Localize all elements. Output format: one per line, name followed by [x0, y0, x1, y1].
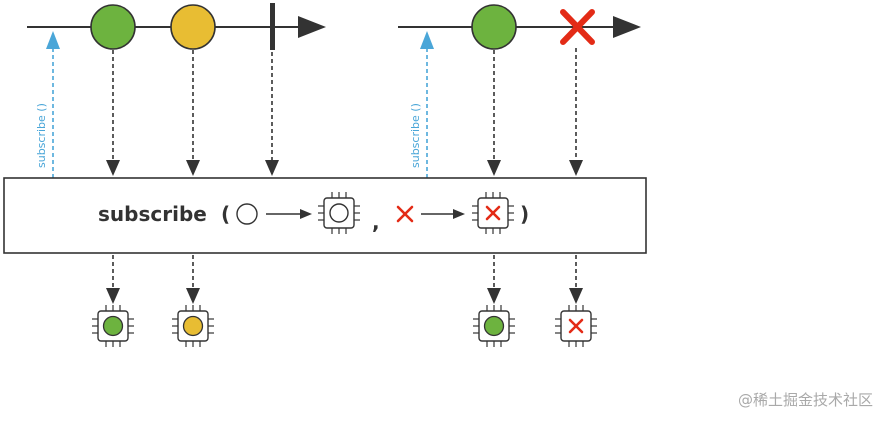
output-arrows: [106, 255, 583, 304]
subscribe-call-label: subscribe (): [409, 103, 422, 168]
emission-arrows-left: [106, 50, 279, 176]
green-item-icon: [471, 4, 517, 50]
subscribe-arrowhead-icon: [46, 31, 60, 49]
watermark: @稀土掘金技术社区: [737, 391, 873, 409]
item-circle-icon: [236, 203, 258, 225]
signature-separator: ,: [372, 210, 380, 234]
signature-arrow-icon: [300, 209, 312, 219]
error-x-small-icon: [396, 205, 414, 223]
open-paren: (: [221, 202, 230, 226]
subscribe-arrowhead-icon: [420, 31, 434, 49]
operator-name: subscribe: [98, 202, 207, 226]
green-item-icon: [90, 4, 136, 50]
yellow-item-icon: [170, 4, 216, 50]
close-paren: ): [520, 202, 529, 226]
subscribe-call-left: subscribe (): [35, 31, 60, 178]
output-chip-green-icon: [472, 304, 516, 348]
timeline-arrowhead-icon: [298, 16, 326, 38]
source-timeline-left: [27, 16, 326, 38]
error-x-icon: [560, 9, 595, 45]
subscriber-chip-error-icon: [471, 191, 515, 235]
subscriber-chip-icon: [317, 191, 361, 235]
subscribe-call-label: subscribe (): [35, 103, 48, 168]
timeline-arrowhead-icon: [613, 16, 641, 38]
output-chip-green-icon: [91, 304, 135, 348]
output-chip-error-icon: [554, 304, 598, 348]
signature-arrow-icon: [453, 209, 465, 219]
completion-bar-icon: [270, 3, 275, 50]
emission-arrows-right: [487, 48, 583, 176]
output-chip-yellow-icon: [171, 304, 215, 348]
source-timeline-right: [398, 16, 641, 38]
subscribe-call-right: subscribe (): [409, 31, 434, 178]
